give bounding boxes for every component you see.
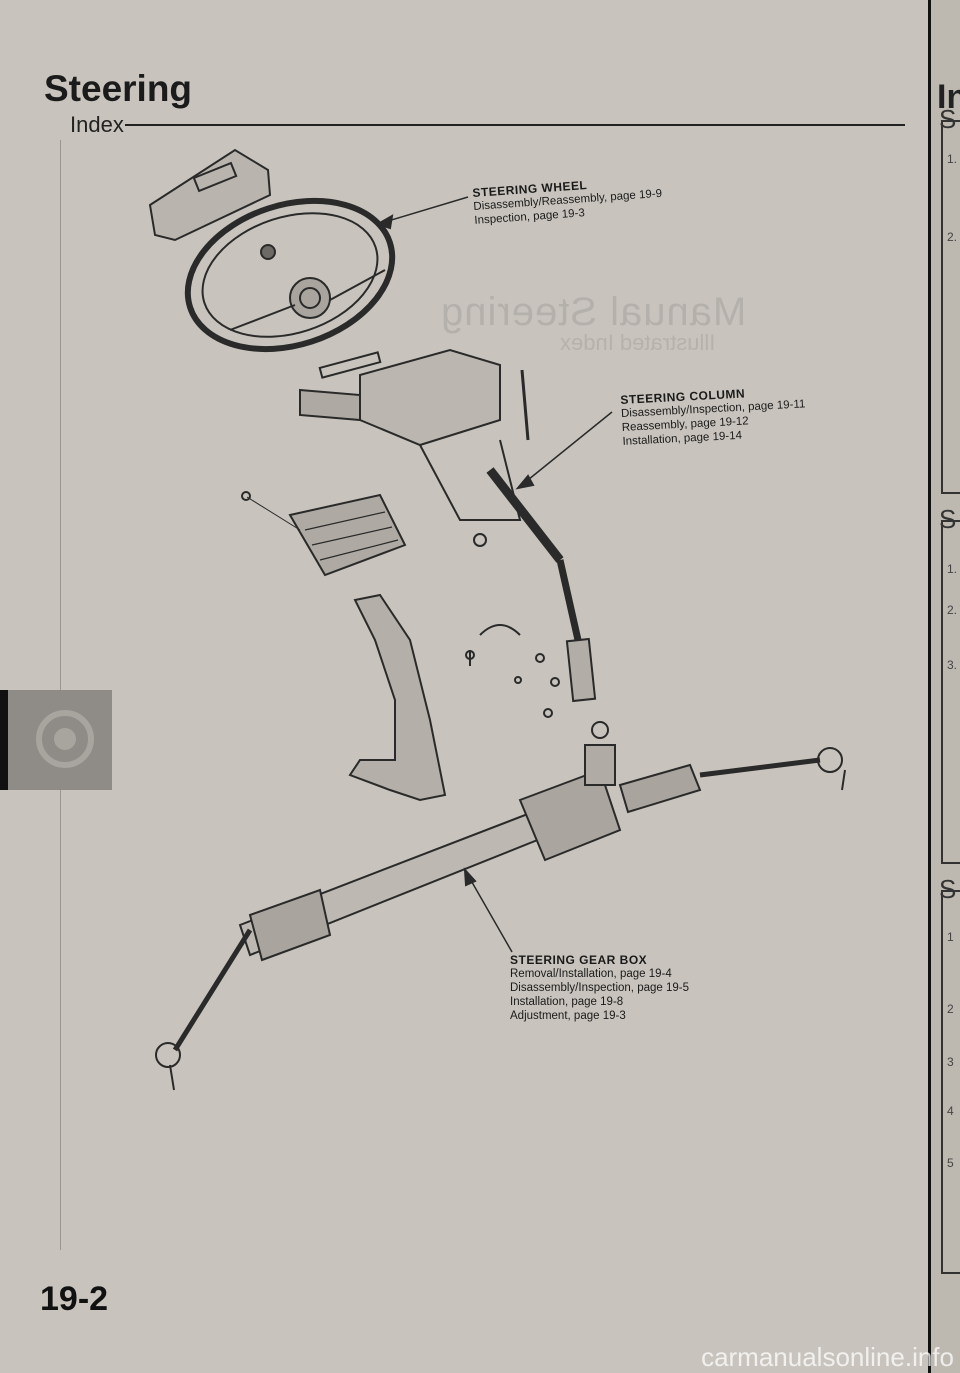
page-subtitle: Index: [70, 112, 124, 137]
next-page-number: 3: [947, 1055, 954, 1069]
page-number: 19-2: [40, 1280, 109, 1318]
next-page-edge: Ins S 1. 2. S 1. 2. 3. S 1 2 3 4 5: [928, 0, 960, 1373]
section-tab: [0, 690, 112, 790]
manual-page: Steering Index Manual Steering Illustrat…: [0, 0, 928, 1373]
callout-line: Disassembly/Inspection, page 19-5: [510, 982, 689, 994]
callout-steering-column: STEERING COLUMN Disassembly/Inspection, …: [620, 383, 807, 449]
steering-column-part: [299, 348, 597, 703]
callout-steering-gearbox: STEERING GEAR BOX Removal/Installation, …: [510, 953, 689, 1023]
site-watermark: carmanualsonline.info: [701, 1342, 954, 1372]
callout-title: STEERING GEAR BOX: [510, 953, 648, 967]
steering-section-icon: [36, 710, 94, 768]
horn-pad-part: [148, 148, 272, 242]
steering-diagram: [148, 148, 846, 1091]
next-page-number: 1.: [947, 152, 958, 166]
steering-gearbox-part: [155, 721, 846, 1091]
next-page-box: S: [939, 104, 960, 494]
callout-line: Adjustment, page 19-3: [510, 1010, 626, 1022]
next-page-number: 2.: [947, 230, 958, 244]
next-page-number: 4: [947, 1104, 954, 1118]
next-page-title-fragment: Ins: [937, 78, 960, 116]
next-page-box: S: [939, 504, 960, 864]
page-title: Steering: [44, 68, 193, 109]
callout-line: Installation, page 19-8: [510, 996, 624, 1008]
lower-cover-part: [241, 491, 407, 577]
header-rule: [125, 124, 905, 126]
next-page-number: 1: [947, 930, 954, 944]
bracket-and-bolts: [465, 533, 560, 718]
next-page-number: 2.: [947, 603, 958, 617]
steering-wheel-part: [184, 197, 396, 353]
next-page-box: S: [939, 874, 960, 1274]
next-page-number: 3.: [947, 658, 958, 672]
next-page-number: 1.: [947, 562, 958, 576]
column-cover-part: [348, 593, 447, 802]
callout-line: Removal/Installation, page 19-4: [510, 968, 672, 980]
next-page-number: 2: [947, 1002, 954, 1016]
next-page-number: 5: [947, 1156, 954, 1170]
